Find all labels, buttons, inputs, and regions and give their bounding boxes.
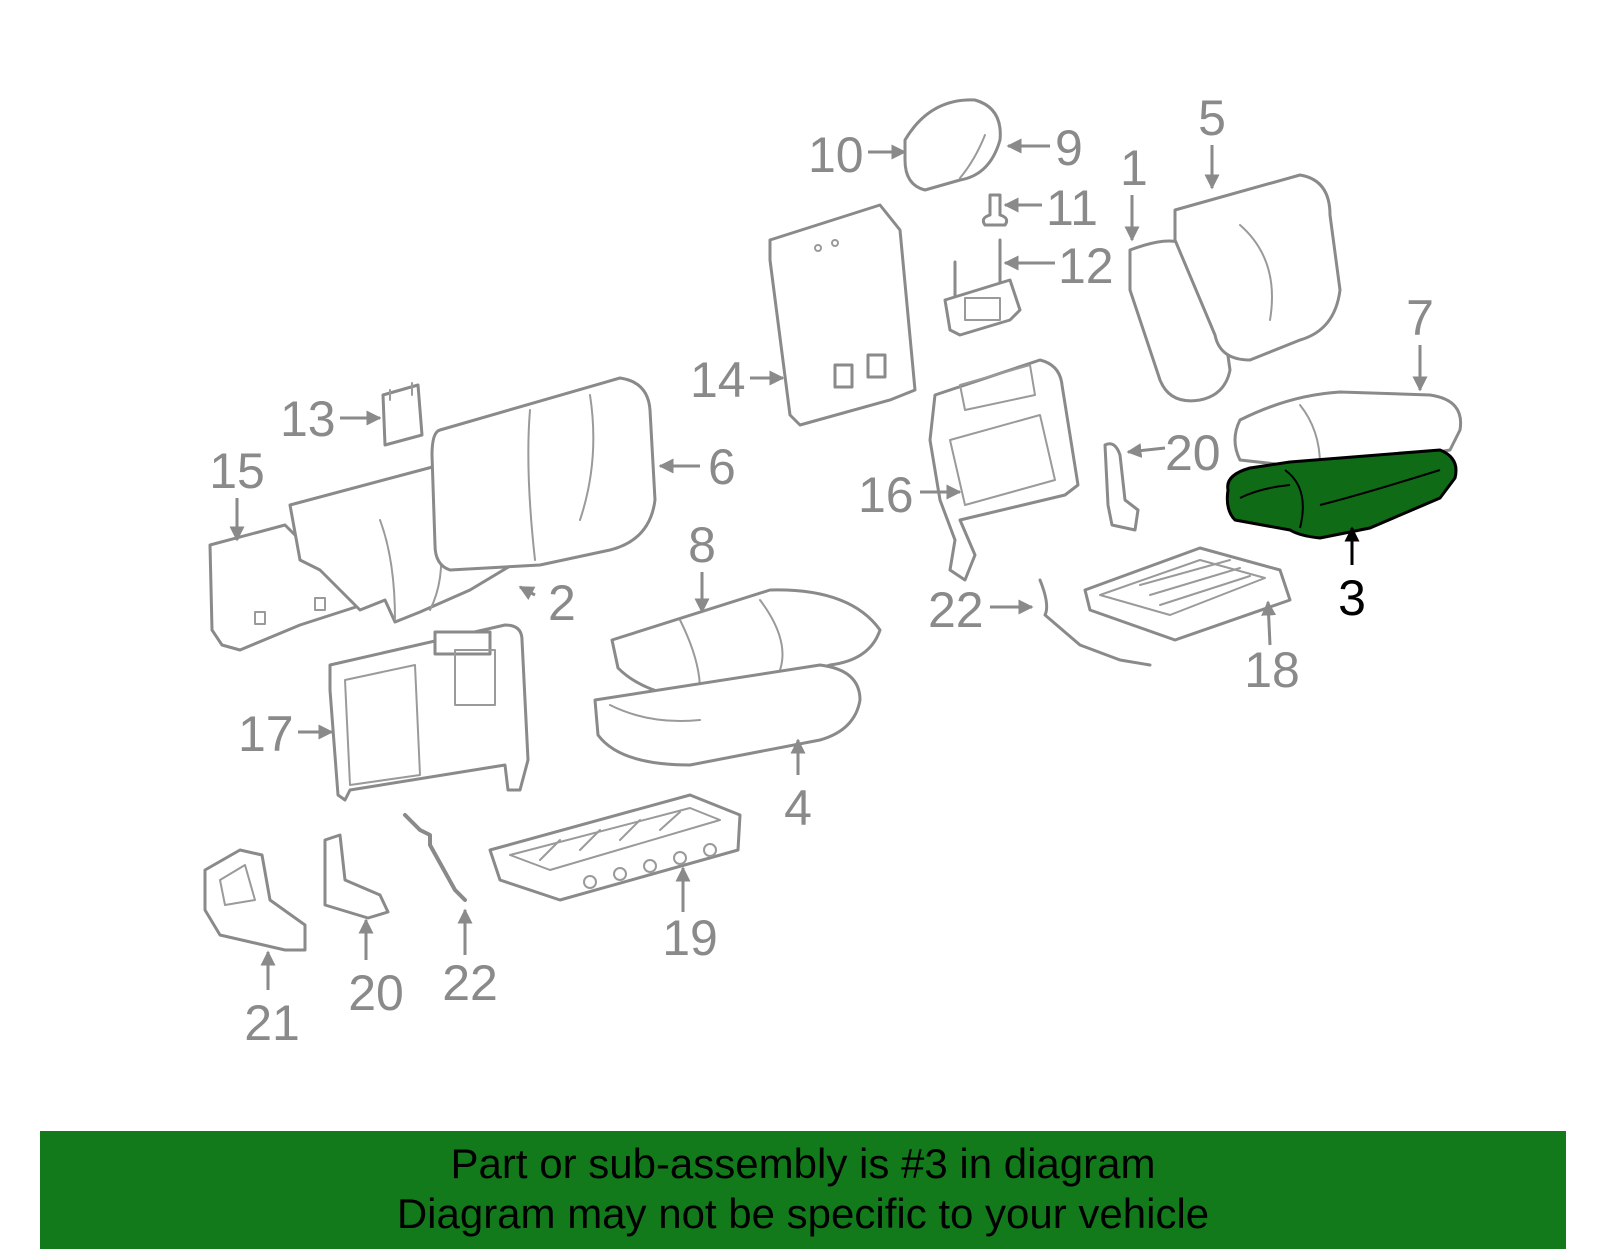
part-6-seat-back-pad[interactable] [430, 376, 657, 572]
banner-line-part: Part or sub-assembly is #3 in diagram [450, 1140, 1156, 1187]
callout-2: 2 [548, 575, 576, 631]
part-10-headrest[interactable] [903, 98, 1002, 192]
part-22-upper-cable[interactable] [1038, 578, 1152, 667]
part-14-back-panel-board[interactable] [768, 203, 917, 427]
callout-1: 1 [1120, 140, 1148, 196]
callout-7: 7 [1406, 290, 1434, 346]
callout-4: 4 [784, 780, 812, 836]
callout-15: 15 [209, 443, 265, 499]
callout-22-lower: 22 [442, 955, 498, 1011]
callout-3: 3 [1338, 570, 1366, 626]
callout-22-upper: 22 [928, 582, 984, 638]
callout-12: 12 [1058, 238, 1114, 294]
part-11-guide[interactable] [981, 193, 1009, 227]
callout-5: 5 [1198, 90, 1226, 146]
callout-8: 8 [688, 517, 716, 573]
callout-21: 21 [244, 995, 300, 1051]
callout-18: 18 [1244, 642, 1300, 698]
callout-group: 1 2 3 4 5 6 7 8 9 10 11 12 13 14 15 16 1 [209, 90, 1434, 1051]
part-21-side-cover[interactable] [203, 848, 307, 952]
part-16-seat-back-frame[interactable] [928, 358, 1080, 582]
part-22-lower-rod[interactable] [403, 813, 467, 902]
callout-10: 10 [808, 127, 864, 183]
part-19-cushion-frame[interactable] [488, 793, 742, 902]
part-20-lower-side-bracket[interactable] [323, 833, 390, 920]
part-18-cushion-frame-right[interactable] [1083, 546, 1292, 642]
part-17-seat-back-frame[interactable] [328, 623, 530, 802]
part-20-upper-side-bracket[interactable] [1103, 442, 1140, 532]
part-13-clip[interactable] [381, 382, 424, 447]
callout-16: 16 [858, 467, 914, 523]
callout-11: 11 [1046, 180, 1098, 236]
info-banner: Part or sub-assembly is #3 in diagram Di… [40, 1131, 1566, 1249]
callout-19: 19 [662, 910, 718, 966]
part-12-headrest-support[interactable] [943, 238, 1022, 337]
callout-17: 17 [238, 706, 294, 762]
part-3-cushion-pad-highlighted[interactable] [1225, 448, 1458, 540]
callout-13: 13 [280, 391, 336, 447]
part-5-seat-back-cover[interactable] [1173, 173, 1342, 362]
callout-14: 14 [690, 352, 746, 408]
callout-6: 6 [708, 439, 736, 495]
callout-9: 9 [1055, 120, 1083, 176]
callout-20-lower: 20 [348, 965, 404, 1021]
callout-20-upper: 20 [1165, 425, 1221, 481]
banner-line-disclaimer: Diagram may not be specific to your vehi… [396, 1190, 1210, 1237]
parts-diagram: 1 2 3 4 5 6 7 8 9 10 11 12 13 14 15 16 1 [203, 90, 1463, 1051]
